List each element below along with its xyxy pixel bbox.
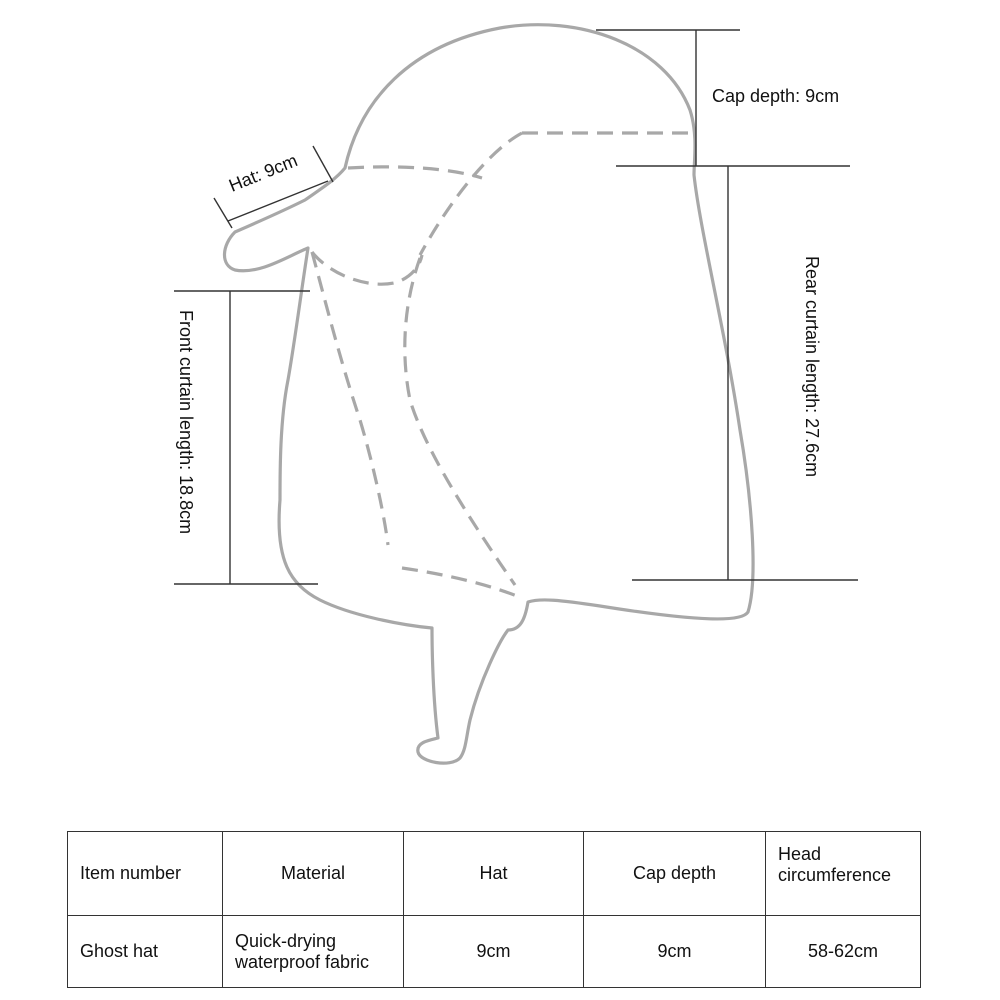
header-hat: Hat [403,831,584,916]
table-header-row: Item number Material Hat Cap depth Head … [67,831,921,916]
hat-dimension-label: Hat: 9cm [226,150,300,196]
cell-head-circumference: 58-62cm [765,915,921,988]
left-inner-seam [310,251,390,546]
header-material: Material [222,831,404,916]
rear-curtain-label: Rear curtain length: 27.6cm [802,256,822,477]
bottom-seam [401,566,523,600]
header-head-circumference: Head circumference [765,831,921,916]
front-curtain-label: Front curtain length: 18.8cm [176,310,196,534]
hat-dimension-tick-right [312,145,334,183]
hat-dimension-line [227,180,329,222]
table-row: Ghost hat Quick-drying waterproof fabric… [67,915,921,988]
spec-table: Item number Material Hat Cap depth Head … [67,831,921,988]
hat-outline [222,23,755,765]
face-opening-curve [310,251,424,286]
header-item-number: Item number [67,831,223,916]
cap-depth-label: Cap depth: 9cm [712,86,839,106]
front-seam-diagonal [418,131,523,256]
right-inner-seam [403,257,517,586]
hat-dimension-tick-left [213,197,233,229]
cell-cap-depth: 9cm [583,915,766,988]
hat-dimension-diagram: Hat: 9cm Cap depth: 9cm Rear curtain len… [174,23,858,765]
cell-material: Quick-drying waterproof fabric [222,915,404,988]
cell-item-number: Ghost hat [67,915,223,988]
cell-hat: 9cm [403,915,584,988]
header-cap-depth: Cap depth [583,831,766,916]
cap-brim-seam [347,165,483,180]
